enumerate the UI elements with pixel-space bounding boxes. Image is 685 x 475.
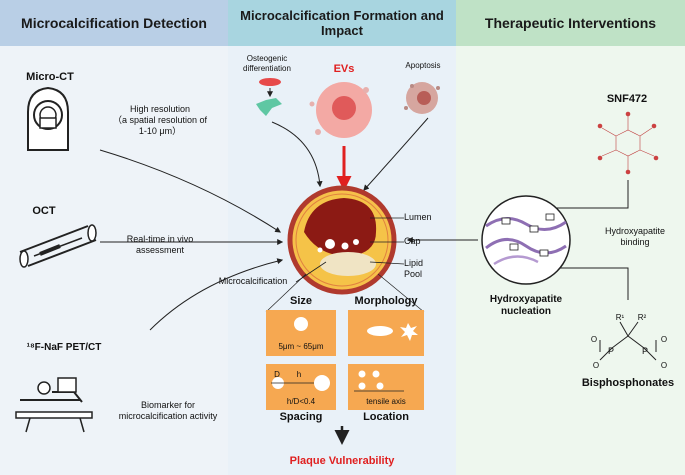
spacing-ratio-text: h/D<0.4 [286, 397, 316, 406]
hydroxyapatite-nucleation-graphic [481, 195, 571, 285]
tensile-axis-text: tensile axis [366, 397, 406, 406]
evs-label: EVs [333, 63, 355, 75]
pet-ct-scanner-icon [15, 377, 93, 433]
snf472-molecule [597, 111, 659, 175]
spacing-h-label: h [296, 370, 302, 379]
bisphosphonate-structure [599, 321, 657, 361]
lipid-pool-label: Lipid Pool [404, 258, 424, 279]
osteogenic-label: Osteogenic differentiation [243, 54, 291, 73]
bisphosphonate-p2: P [641, 346, 648, 356]
bisphosphonate-o2: O [660, 335, 668, 344]
osteogenic-cell-icon [256, 78, 282, 116]
size-range-text: 5μm ~ 65μm [278, 342, 324, 351]
oct-label: OCT [32, 205, 56, 217]
spacing-d-label: D [274, 370, 280, 379]
formation-header: Microcalcification Formation and Impact [228, 0, 456, 46]
plaque-vulnerability-label: Plaque Vulnerability [289, 455, 395, 467]
detection-header: Microcalcification Detection [0, 0, 228, 46]
oct-description: Real-time in vivo assessment [126, 234, 194, 255]
oct-catheter-icon [19, 224, 97, 268]
pet-ct-description: Biomarker for microcalcification activit… [118, 400, 218, 421]
apoptosis-cell-icon [404, 82, 440, 114]
lumen-label: Lumen [404, 212, 432, 222]
snf472-label: SNF472 [606, 93, 648, 105]
bisphosphonate-o3: O [592, 361, 600, 370]
therapy-header: Therapeutic Interventions [456, 0, 685, 46]
spacing-heading: Spacing [279, 411, 323, 423]
hydroxyapatite-nucleation-label: Hydroxyapatite nucleation [489, 294, 563, 317]
hydroxyapatite-binding-label: Hydroxyapatite binding [604, 226, 666, 247]
bisphosphonate-o4: O [660, 361, 668, 370]
detection-panel [0, 0, 228, 475]
microct-label: Micro-CT [26, 71, 74, 83]
bisphosphonate-r2: R² [637, 313, 647, 322]
microct-description: High resolution （a spatial resolution of… [112, 104, 208, 136]
morphology-heading: Morphology [354, 295, 418, 307]
size-heading: Size [289, 295, 312, 307]
cap-label: Cap [404, 236, 421, 246]
location-heading: Location [363, 411, 409, 423]
bisphosphonate-r1: R¹ [615, 313, 625, 322]
microcalcification-label: Microcalcification [218, 276, 288, 286]
bisphosphonates-label: Bisphosphonates [581, 377, 675, 389]
bisphosphonate-o1: O [590, 335, 598, 344]
plaque-cross-section [287, 185, 397, 295]
microct-scanner-icon [27, 86, 69, 151]
apoptosis-label: Apoptosis [405, 61, 441, 70]
ev-cell-icon [309, 82, 372, 138]
bisphosphonate-p1: P [607, 346, 614, 356]
pet-ct-label: ¹⁸F-NaF PET/CT [26, 342, 102, 353]
